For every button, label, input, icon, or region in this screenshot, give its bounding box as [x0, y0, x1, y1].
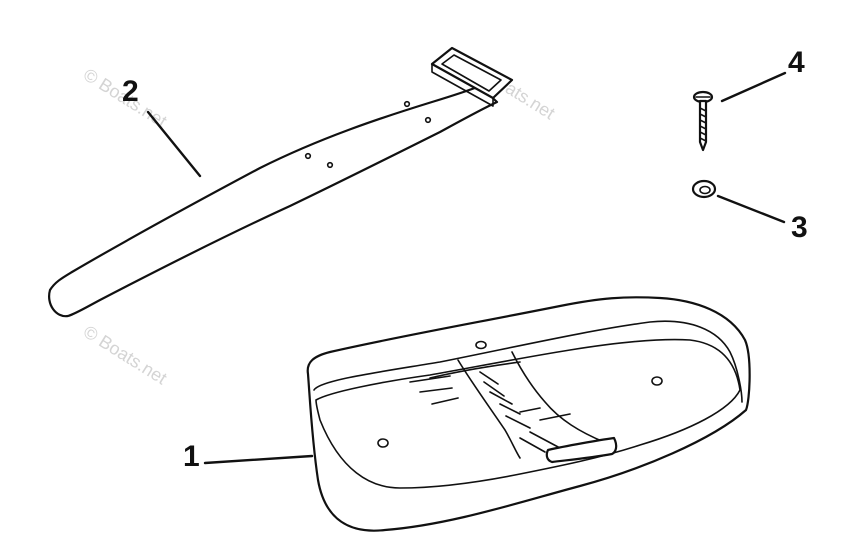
- watermark: © Boats.net: [80, 321, 171, 388]
- leader-line-3: [716, 194, 786, 224]
- strap-hole: [304, 152, 312, 160]
- leader-line-1: [203, 454, 314, 465]
- tray-hole: [475, 340, 487, 350]
- strap-hole: [403, 100, 411, 108]
- leader-line-4: [720, 71, 787, 103]
- callout-3: 3: [791, 211, 808, 244]
- tray-hole: [651, 376, 663, 386]
- tray-hole: [377, 438, 389, 448]
- strap-hole: [424, 116, 432, 124]
- callout-2: 2: [122, 75, 139, 108]
- screw-part: [692, 90, 714, 152]
- strap-hole: [326, 161, 334, 169]
- callout-4: 4: [788, 46, 805, 79]
- callout-1: 1: [183, 440, 200, 473]
- battery-tray-part: [306, 296, 751, 532]
- leader-line-2: [146, 110, 202, 178]
- strap-part: [48, 46, 514, 318]
- washer-part: [691, 179, 717, 199]
